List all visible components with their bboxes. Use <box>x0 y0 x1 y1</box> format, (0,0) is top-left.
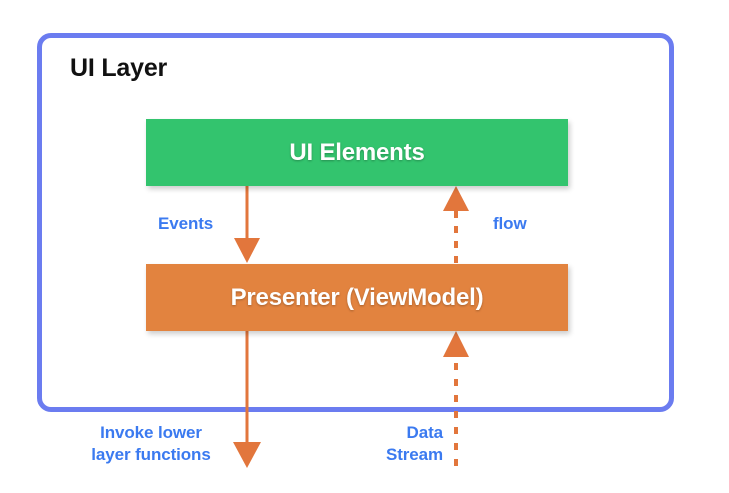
node-ui-elements[interactable]: UI Elements <box>146 119 568 186</box>
edge-label-flow: flow <box>493 214 527 233</box>
node-presenter[interactable]: Presenter (ViewModel) <box>146 264 568 331</box>
edge-label-events: Events <box>158 214 214 233</box>
ui-layer-container <box>37 33 674 412</box>
ui-layer-title: UI Layer <box>70 54 168 82</box>
edge-label-invoke-lower-layer-functions: Invoke lower layer functions <box>91 423 211 464</box>
edge-label-data-stream: Data Stream <box>385 423 443 464</box>
